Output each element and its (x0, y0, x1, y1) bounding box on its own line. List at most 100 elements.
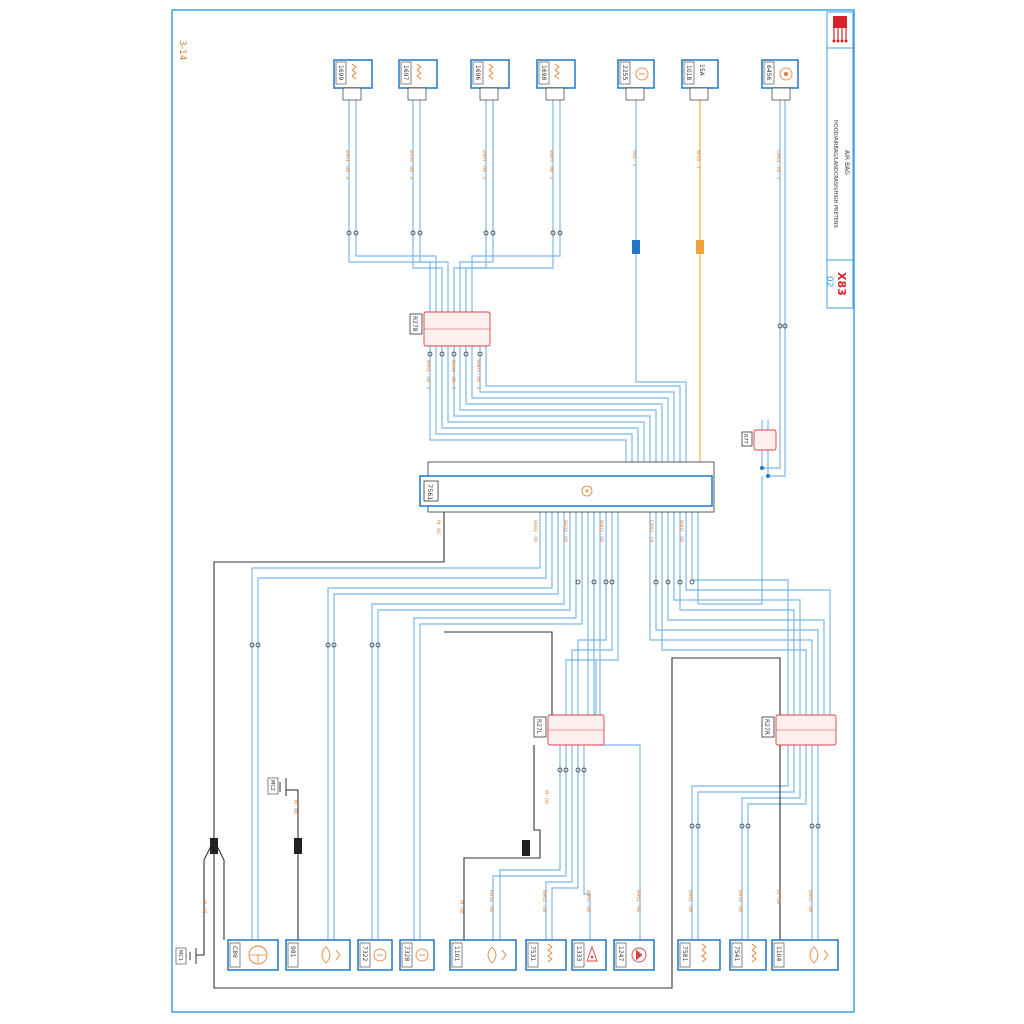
ground-left-label: MC1 (177, 950, 183, 961)
component-1104[interactable]: 1104 (771, 939, 839, 971)
component-7322[interactable]: 7322 (357, 939, 393, 971)
component-1104-label: 1104 (775, 946, 782, 961)
component-1101[interactable]: 1101 (449, 939, 517, 971)
component-1699[interactable]: 1699 (333, 59, 373, 101)
connector-r27r[interactable]: R27R (761, 714, 837, 746)
svg-text:8H05 · 08: 8H05 · 08 (807, 890, 813, 912)
wires-top (348, 100, 786, 477)
airbag-warning-icon (631, 947, 647, 963)
component-1698[interactable]: 1698 (536, 59, 576, 101)
svg-text:8H01 · 08: 8H01 · 08 (635, 890, 641, 912)
ground-left: MC1 (175, 947, 197, 965)
component-1697[interactable]: 1697 (398, 59, 438, 101)
svg-text:8H34 · 08: 8H34 · 08 (737, 890, 743, 912)
ecu-label: 7561 (426, 484, 434, 501)
component-1247[interactable]: 1247 (613, 939, 655, 971)
resistor-icon (547, 943, 553, 963)
resistor-icon (351, 63, 357, 80)
wire-labels-top: 8H01 · 08 · 3 8H34 · 08 · 3 8H01 · 08 · … (344, 150, 781, 389)
system-caption: HOOD/AIRBAG/LANDCRASH/HIGH PRETENS (832, 120, 838, 228)
wire-marker-blue (632, 240, 640, 254)
component-7322-label: 7322 (361, 946, 368, 961)
component-1699-label: 1699 (337, 65, 344, 80)
component-1247-label: 1247 (617, 946, 624, 961)
svg-text:M · 06: M · 06 (435, 520, 441, 534)
pretensioner-icon (809, 946, 829, 964)
connector-r278[interactable]: R278 (409, 311, 491, 347)
resistor-icon (488, 63, 494, 80)
wire-marker-orange (696, 240, 704, 254)
svg-text:8H01 · 08 · 3: 8H01 · 08 · 3 (344, 150, 350, 179)
svg-text:M · 06: M · 06 (201, 900, 207, 914)
component-1018-label: 1018 (685, 65, 692, 80)
svg-text:M · 06: M · 06 (543, 790, 549, 804)
connector-r27l[interactable]: R27L (533, 714, 605, 746)
svg-text:8H01 · 08: 8H01 · 08 (678, 520, 684, 542)
connector-r27r-label: R27R (763, 719, 770, 735)
airbag-connector-icon (832, 16, 848, 43)
connector-r77[interactable]: R77 (741, 429, 777, 478)
wire-marker-ground-mid (294, 838, 302, 854)
resistor-icon (701, 943, 707, 963)
ground-right-label: MC2 (269, 780, 275, 791)
warning-lamp-icon (586, 945, 598, 962)
connector-r77-label: R77 (742, 434, 748, 444)
svg-text:M · 06: M · 06 (292, 800, 298, 814)
svg-text:8H01 · 08 · 3: 8H01 · 08 · 3 (481, 150, 487, 179)
component-7541-label: 7541 (733, 946, 740, 961)
diagram-code: X83 (835, 272, 848, 296)
component-981-label: 981 (289, 946, 296, 958)
sheet-frame (171, 9, 855, 1013)
svg-text:8H01 · 08 · 3: 8H01 · 08 · 3 (425, 360, 431, 389)
component-7541[interactable]: 7541 (729, 939, 767, 971)
wire-labels-bottom: M · 06 8H01 · 08 8H34 · 08 8H05 · 08 CAN… (201, 520, 813, 914)
component-1018[interactable]: 1018 15A (681, 59, 719, 101)
component-6456[interactable]: 6456 (761, 59, 799, 101)
svg-text:8H05 · 08: 8H05 · 08 (585, 890, 591, 912)
component-1101-label: 1101 (453, 946, 460, 961)
svg-text:8H01 · 08: 8H01 · 08 (532, 520, 538, 542)
svg-text:M · 06: M · 06 (458, 900, 464, 914)
component-2255[interactable]: 2255 (617, 59, 655, 101)
component-7328-label: 7328 (403, 946, 410, 961)
svg-text:8H05 · 08: 8H05 · 08 (598, 520, 604, 542)
wire-marker-ground-right (522, 840, 530, 856)
svg-text:8H05 · 08 · 3: 8H05 · 08 · 3 (548, 150, 554, 179)
component-c89[interactable]: C89 (227, 939, 279, 971)
component-981[interactable]: 981 (285, 939, 351, 971)
svg-text:CAN1 · 09: CAN1 · 09 (648, 520, 654, 543)
svg-text:CAN1 · 09 · 3: CAN1 · 09 · 3 (775, 150, 781, 180)
sensor-icon (415, 948, 429, 962)
svg-text:8H34 · 08 · 3: 8H34 · 08 · 3 (408, 150, 414, 179)
sensor-icon (635, 67, 649, 81)
svg-text:8H34 · 08 · 3: 8H34 · 08 · 3 (450, 360, 456, 389)
diagnostic-socket-icon (779, 67, 793, 81)
pretensioner-icon (321, 946, 341, 964)
component-1698-label: 1698 (540, 65, 547, 80)
svg-text:8H05 · 08 · 3: 8H05 · 08 · 3 (475, 360, 481, 389)
ecu-7561[interactable]: 7561 (419, 461, 715, 513)
system-name: AIR BAG (843, 150, 850, 175)
steering-wheel-airbag-icon (248, 945, 268, 965)
component-7581[interactable]: 7581 (677, 939, 721, 971)
component-7531[interactable]: 7531 (525, 939, 567, 971)
component-7581-label: 7581 (681, 946, 688, 961)
component-1696-label: 1696 (474, 65, 481, 80)
ground-right: MC2 (267, 777, 287, 796)
wire-marker-ground-left (210, 838, 218, 854)
splice-marks-bottom (249, 579, 821, 829)
splice-marks-top (346, 230, 788, 357)
component-2255-label: 2255 (621, 65, 628, 80)
component-7531-label: 7531 (529, 946, 536, 961)
component-1333[interactable]: 1333 (571, 939, 607, 971)
component-6456-label: 6456 (765, 65, 772, 80)
resistor-icon (416, 63, 422, 80)
svg-text:8H34 · 08: 8H34 · 08 (488, 890, 494, 912)
component-7328[interactable]: 7328 (399, 939, 435, 971)
pretensioner-icon (487, 946, 507, 964)
component-1333-label: 1333 (575, 946, 582, 961)
component-1696[interactable]: 1696 (470, 59, 510, 101)
wires-bottom (251, 476, 831, 940)
connector-r27l-label: R27L (535, 719, 542, 735)
svg-text:8H01 · 08: 8H01 · 08 (687, 890, 693, 912)
